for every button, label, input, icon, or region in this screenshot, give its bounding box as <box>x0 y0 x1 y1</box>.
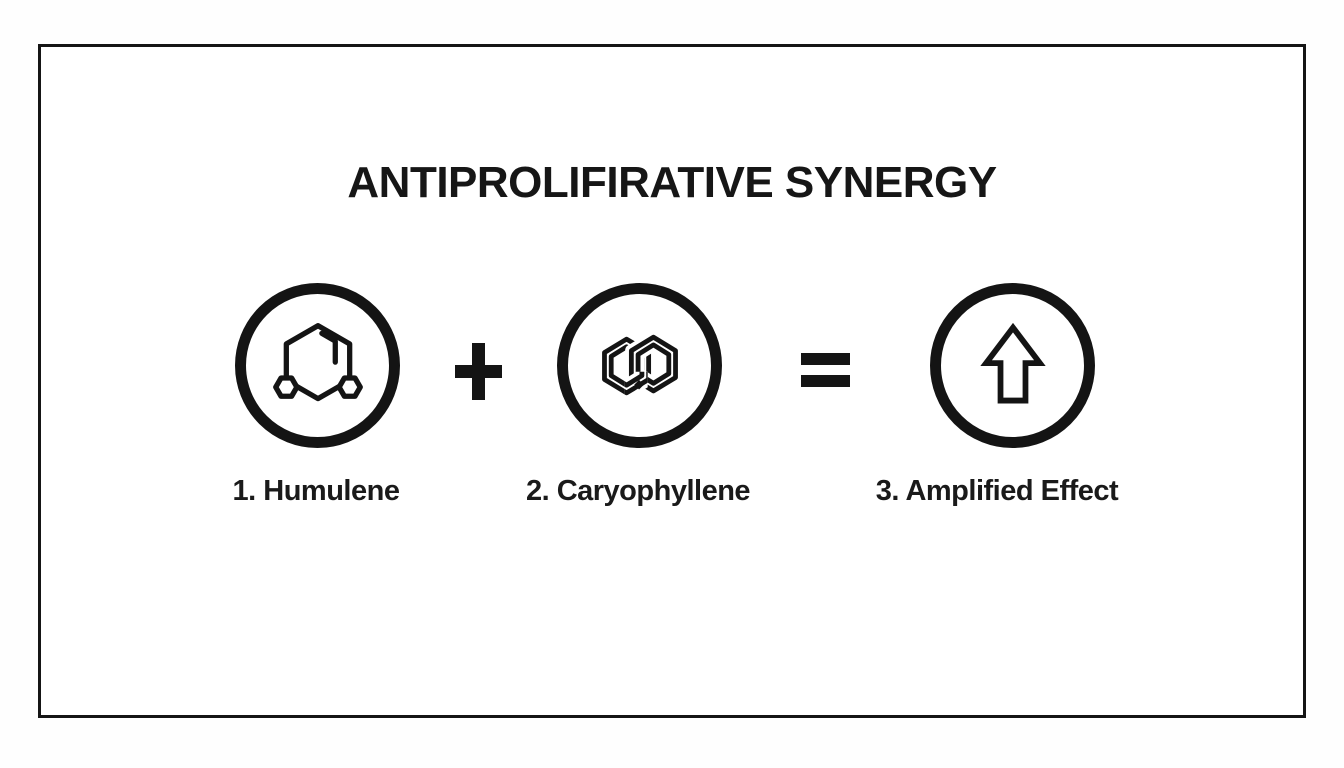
caryophyllene-label: 2. Caryophyllene <box>525 475 751 507</box>
equals-bottom-bar <box>801 375 850 387</box>
amplified-effect-circle-badge <box>930 283 1095 448</box>
humulene-circle-badge <box>235 283 400 448</box>
equals-operator <box>801 353 850 387</box>
equals-top-bar <box>801 353 850 365</box>
plus-operator <box>455 343 502 400</box>
slide-title: ANTIPROLIFIRATIVE SYNERGY <box>347 158 997 207</box>
plus-vertical-bar <box>472 343 485 400</box>
humulene-molecule-icon <box>272 322 363 401</box>
caryophyllene-circle-badge <box>557 283 722 448</box>
humulene-label: 1. Humulene <box>232 475 400 507</box>
caryophyllene-interlocked-hexagons-icon <box>601 330 682 397</box>
amplified-effect-up-arrow-icon <box>979 322 1046 403</box>
amplified-effect-label: 3. Amplified Effect <box>875 475 1119 507</box>
slide-frame-border: ANTIPROLIFIRATIVE SYNERGY <box>38 44 1306 718</box>
